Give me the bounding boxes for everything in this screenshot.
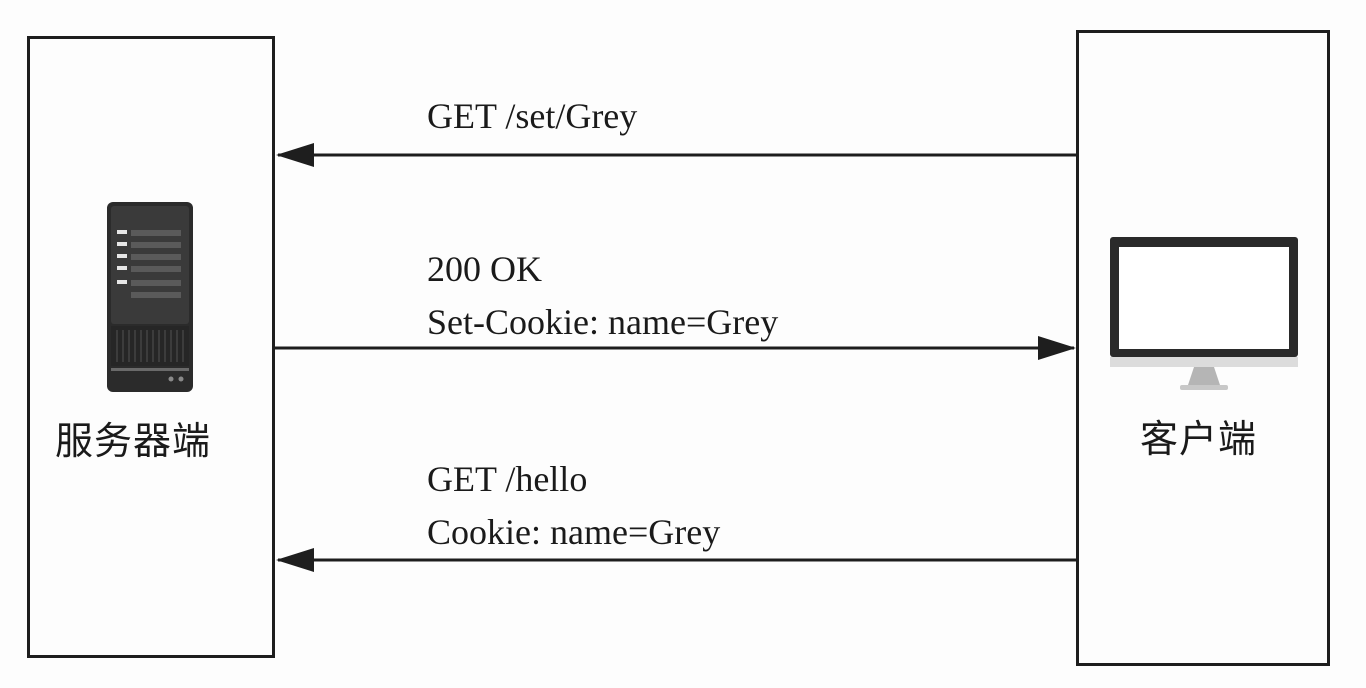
- desktop-monitor-icon: [1110, 237, 1298, 390]
- message-cookie: Cookie: name=Grey: [427, 512, 721, 552]
- message-get-set-grey: GET /set/Grey: [427, 96, 638, 136]
- server-tower-icon: [107, 202, 193, 392]
- server-label: 服务器端: [55, 419, 212, 463]
- message-200-ok: 200 OK: [427, 249, 542, 289]
- message-get-hello: GET /hello: [427, 459, 588, 499]
- message-set-cookie: Set-Cookie: name=Grey: [427, 302, 779, 342]
- client-label: 客户端: [1140, 417, 1258, 461]
